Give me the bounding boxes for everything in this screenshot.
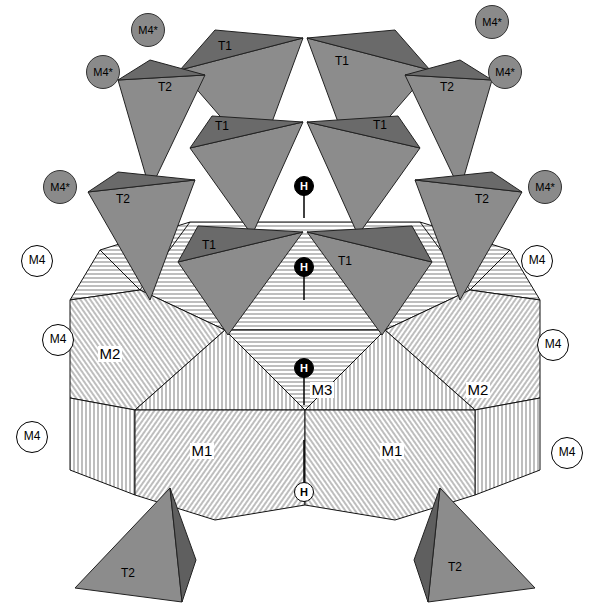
tetrahedron-side (170, 488, 196, 602)
octahedral-site-label: M1 (380, 443, 405, 460)
site-label: H (300, 362, 308, 374)
oh-bond (303, 276, 305, 300)
site-label: M4* (495, 66, 515, 78)
tetrahedron-side (414, 488, 440, 602)
hydrogen-atom: H (294, 358, 314, 378)
hydroxyl-bonds (303, 195, 305, 482)
site-label: M4 (529, 254, 546, 267)
site-label: M4* (93, 66, 113, 78)
tetrahedral-site-label: T1 (202, 239, 216, 252)
tetrahedron-face (428, 488, 535, 602)
octahedron-side (475, 398, 540, 495)
tetrahedron-face (405, 75, 492, 190)
site-label: M4 (50, 333, 67, 346)
tetrahedral-site-label: T2 (116, 193, 130, 206)
tetrahedral-site-label: T2 (448, 561, 462, 574)
tetrahedron-top (415, 172, 522, 192)
tetrahedron-top (190, 116, 303, 148)
site-label: H (300, 180, 308, 192)
tetrahedron-face (75, 488, 182, 602)
tetrahedral-site-label: T2 (158, 81, 172, 94)
tetrahedron-top (118, 60, 205, 80)
m4-star-site: M4* (43, 170, 77, 204)
site-label: M4 (559, 446, 576, 459)
octahedral-site-label: M1 (190, 443, 215, 460)
site-label: M4 (29, 254, 46, 267)
oh-bond (303, 195, 305, 218)
tetrahedron-face (118, 75, 205, 190)
site-label: M4* (138, 24, 158, 36)
oh-bond (303, 377, 305, 405)
m4-star-site: M4* (86, 55, 120, 89)
octahedral-site-label: M2 (466, 382, 491, 399)
site-label: M4* (535, 181, 555, 193)
hydrogen-atom: H (294, 482, 314, 502)
tetrahedral-site-label: T2 (440, 81, 454, 94)
m4-star-site: M4* (131, 13, 165, 47)
octahedron-side (70, 398, 135, 495)
octahedral-site-label: M2 (98, 346, 123, 363)
tetrahedron-top (405, 60, 492, 80)
tetrahedral-site-label: T1 (338, 255, 352, 268)
m4-site: M4 (521, 245, 553, 277)
m4-site: M4 (551, 437, 583, 469)
site-label: H (300, 486, 308, 498)
m3-octahedron (225, 330, 385, 410)
site-label: H (300, 261, 308, 273)
site-label: M4 (24, 430, 41, 443)
m4-site: M4 (16, 421, 48, 453)
hydrogen-atom: H (294, 176, 314, 196)
tetrahedral-site-label: T1 (373, 119, 387, 132)
oh-bond (303, 440, 305, 482)
tetrahedron-top (307, 30, 430, 70)
m4-star-site: M4* (488, 55, 522, 89)
site-label: M4* (482, 16, 502, 28)
m4-star-site: M4* (528, 170, 562, 204)
site-label: M4 (545, 338, 562, 351)
tetrahedral-site-label: T2 (121, 567, 135, 580)
m4-site: M4 (537, 329, 569, 361)
tetrahedron-top (307, 226, 432, 262)
hydrogen-atom: H (294, 257, 314, 277)
tetrahedron-top (178, 226, 303, 262)
octahedral-site-label: M3 (310, 382, 335, 399)
tetrahedral-site-label: T1 (215, 120, 229, 133)
tetrahedron-top (180, 30, 303, 70)
m4-site: M4 (21, 245, 53, 277)
tetrahedral-site-label: T1 (218, 40, 232, 53)
site-label: M4* (50, 181, 70, 193)
tetrahedral-site-label: T1 (335, 55, 349, 68)
m4-star-site: M4* (475, 5, 509, 39)
tetrahedral-site-label: T2 (475, 193, 489, 206)
tetrahedra (75, 30, 535, 602)
m4-site: M4 (42, 324, 74, 356)
tetrahedron-face (415, 180, 522, 300)
tetrahedron-top (88, 172, 195, 192)
tetrahedron-top (307, 116, 420, 148)
tetrahedron-face (88, 180, 195, 300)
